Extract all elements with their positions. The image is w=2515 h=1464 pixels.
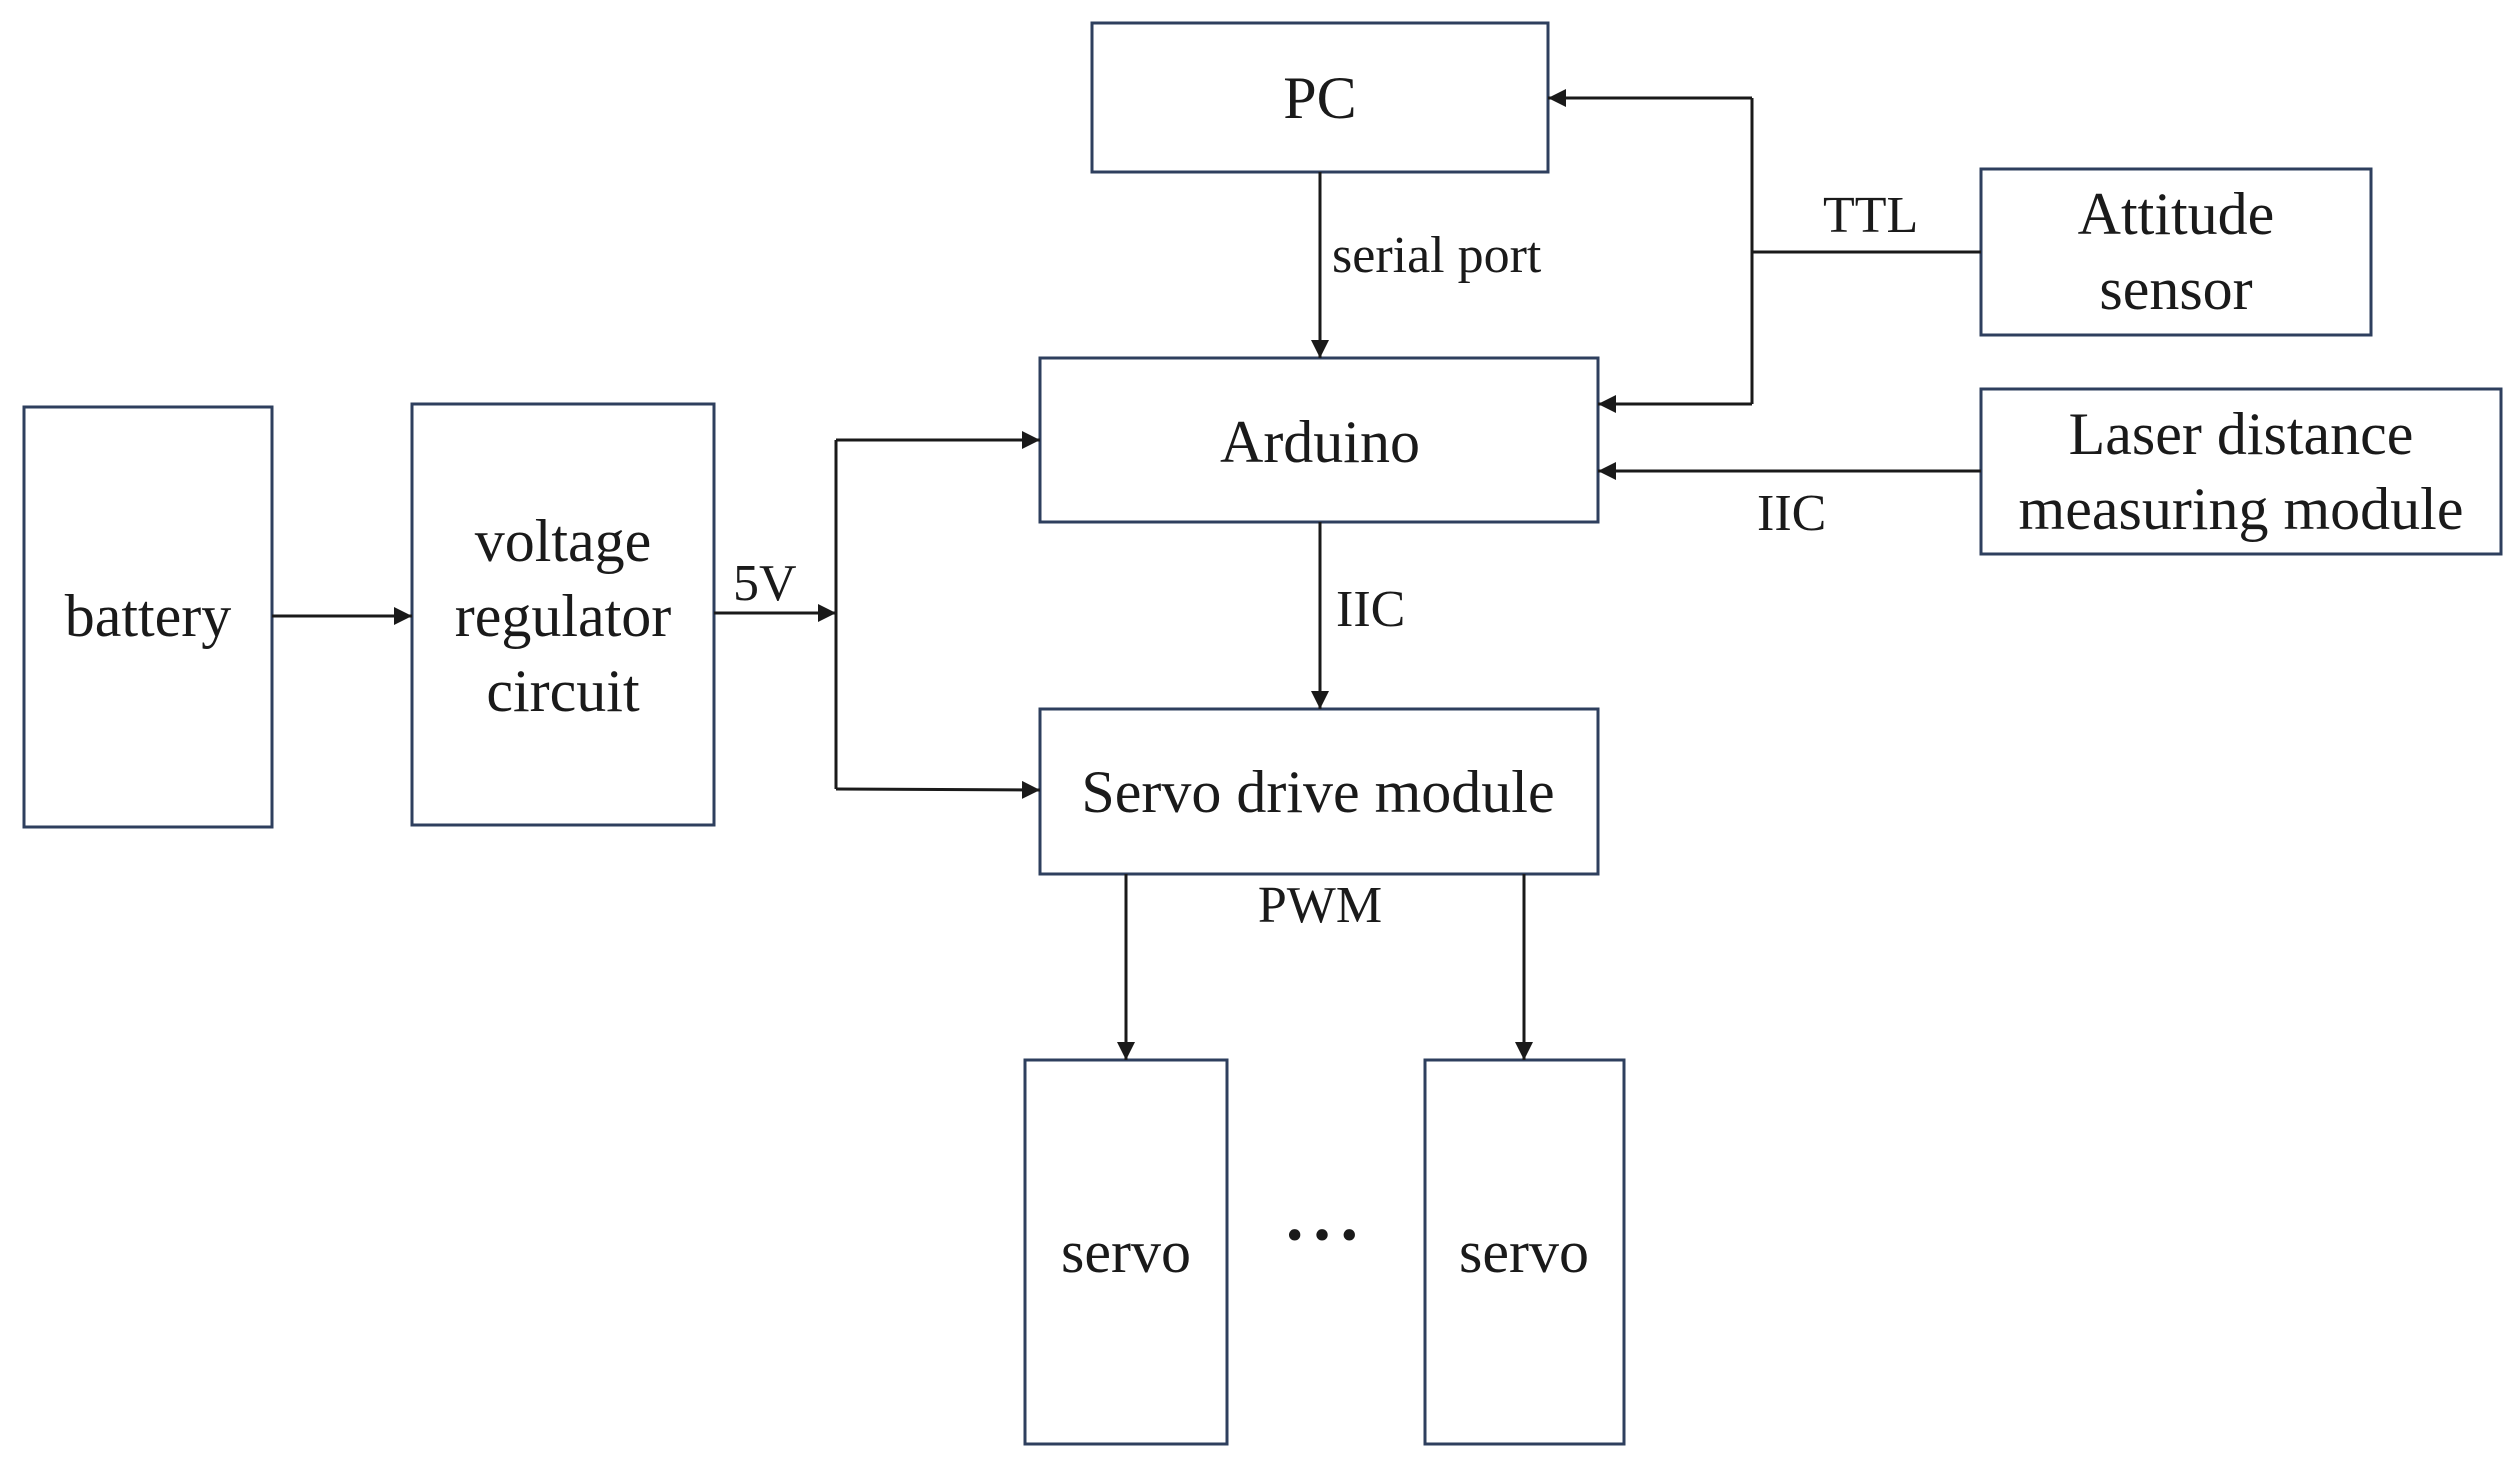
servo-right-label: servo — [1459, 1219, 1589, 1285]
pwm-label: PWM — [1258, 877, 1382, 934]
arduino-label: Arduino — [1220, 409, 1420, 475]
servo-left-label: servo — [1061, 1219, 1191, 1285]
laser-distance-module-block: Laser distance measuring module — [1979, 387, 2503, 556]
regulator-label-line-3: circuit — [486, 658, 640, 724]
power-to-servo-drive-arrow — [835, 780, 1041, 799]
regulator-label-line-2: regulator — [455, 583, 672, 649]
servo-drive-label: Servo drive module — [1081, 759, 1554, 825]
servo-left-block: servo — [1023, 1058, 1229, 1446]
voltage-5v-label: 5V — [733, 555, 797, 612]
arduino-block: Arduino — [1038, 356, 1600, 524]
iic-laser-label: IIC — [1757, 485, 1826, 542]
battery-block: battery — [22, 405, 274, 829]
battery-label: battery — [65, 583, 232, 649]
iic-drive-label: IIC — [1336, 581, 1405, 638]
ellipsis-more-servos: ··· — [1283, 1197, 1365, 1274]
attitude-label-line-2: sensor — [2099, 256, 2252, 322]
regulator-label-line-1: voltage — [475, 508, 652, 574]
pc-label: PC — [1283, 65, 1356, 131]
pc-block: PC — [1090, 21, 1550, 174]
attitude-sensor-block: Attitude sensor — [1979, 167, 2373, 337]
voltage-regulator-block: voltage regulator circuit — [410, 402, 716, 827]
laser-label-line-1: Laser distance — [2069, 401, 2414, 467]
servo-right-block: servo — [1423, 1058, 1626, 1446]
servo-drive-module-block: Servo drive module — [1038, 707, 1600, 876]
ttl-label: TTL — [1823, 187, 1918, 244]
laser-label-line-2: measuring module — [2019, 476, 2464, 542]
attitude-label-line-1: Attitude — [2078, 181, 2275, 247]
serial-port-label: serial port — [1332, 227, 1542, 284]
